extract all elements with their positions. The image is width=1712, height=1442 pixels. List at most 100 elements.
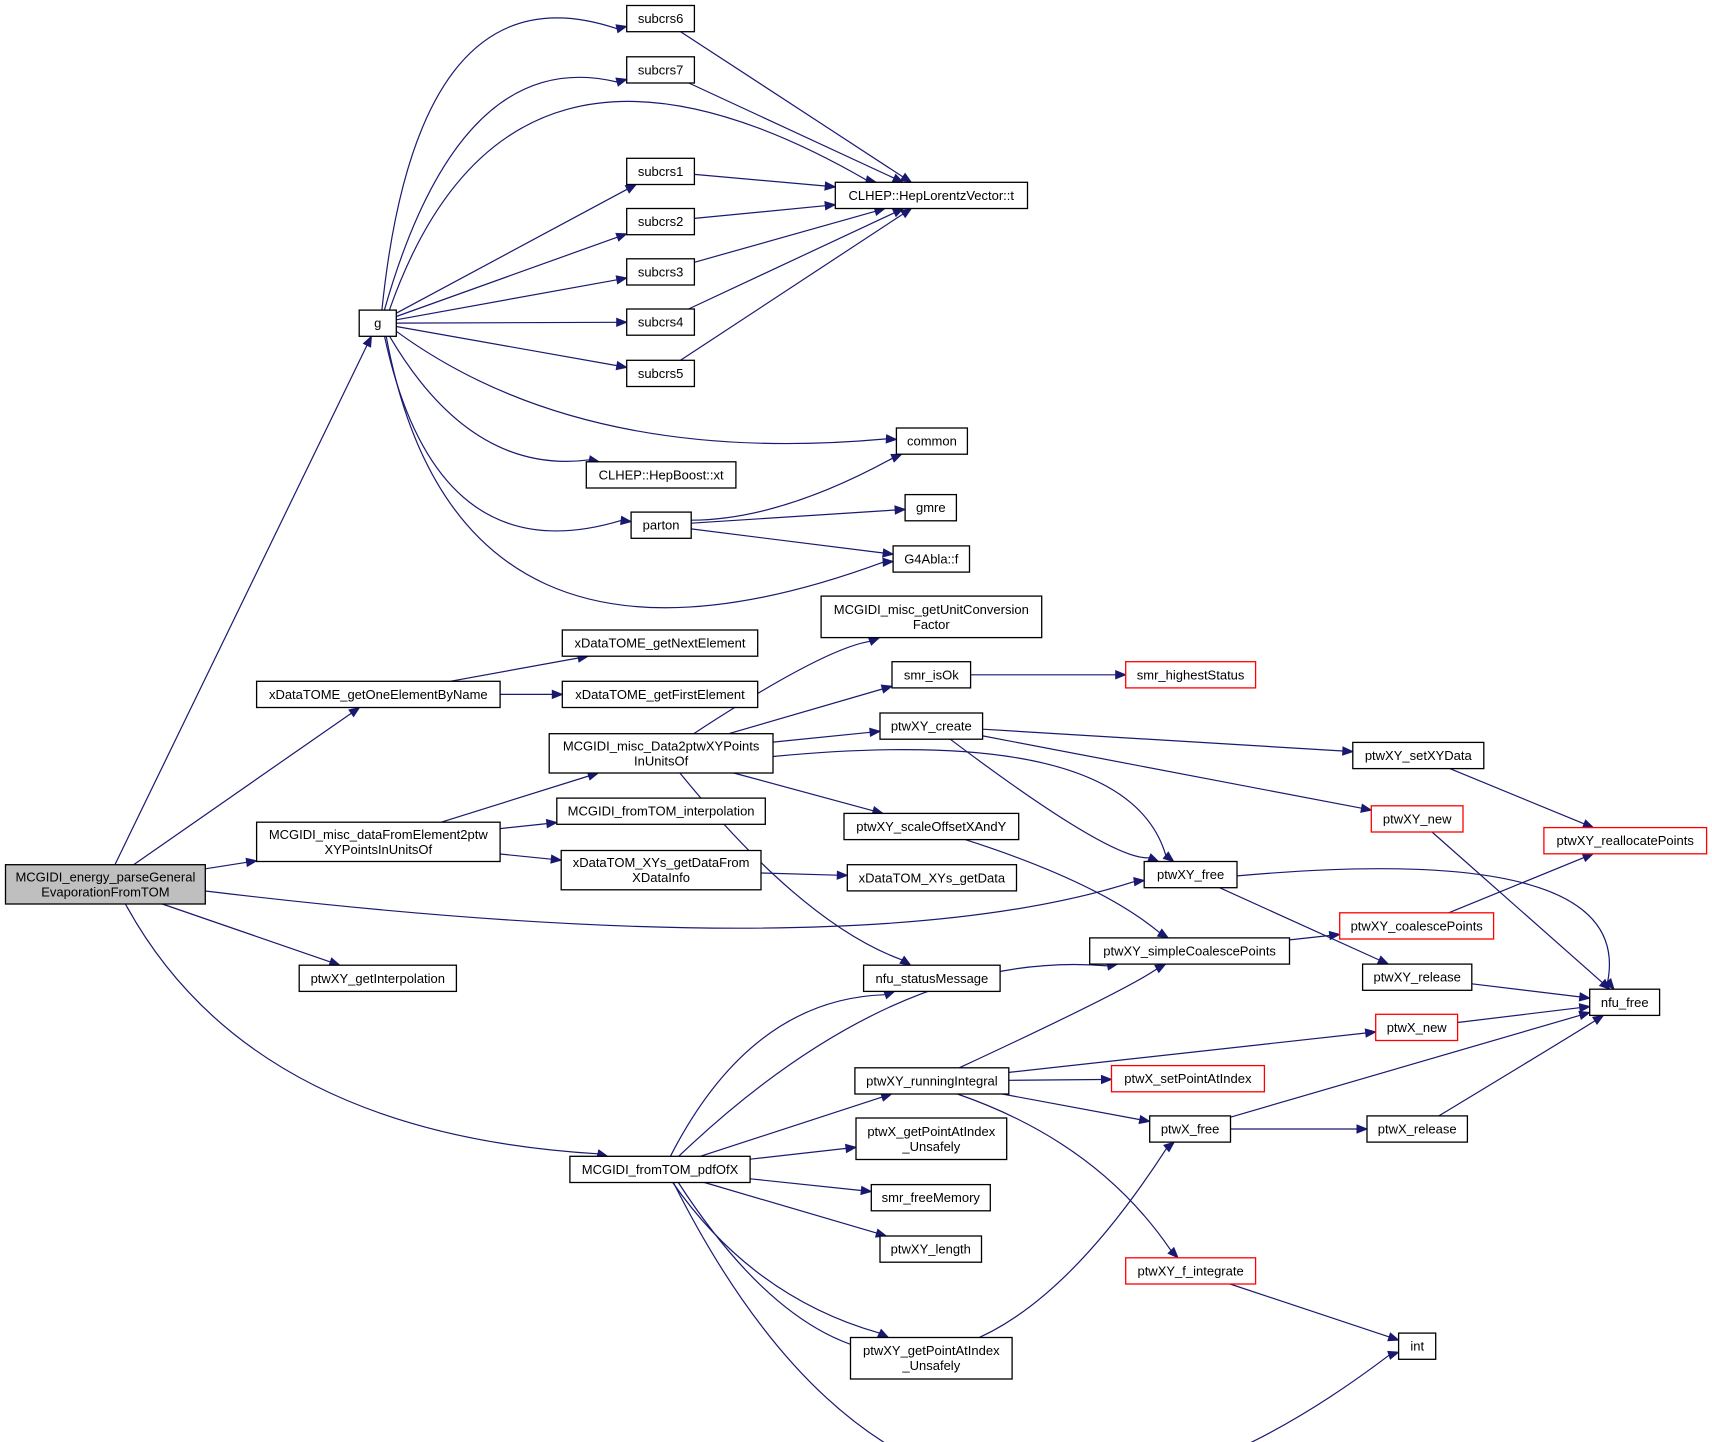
node-subcrs1[interactable]: subcrs1: [626, 157, 696, 186]
call-edge-data2ptw-to-ptwXY_create: [772, 727, 882, 743]
node-label: ptwXY_coalescePoints: [1351, 918, 1484, 933]
node-label: xDataTOME_getOneElementByName: [269, 687, 488, 702]
call-edge-root-to-ptwXY_getInterp: [162, 903, 342, 967]
node-ptwXY_coalesce[interactable]: ptwXY_coalescePoints: [1339, 912, 1495, 940]
node-getFirstElement[interactable]: xDataTOME_getFirstElement: [561, 680, 759, 709]
node-root[interactable]: MCGIDI_energy_parseGeneralEvaporationFro…: [4, 864, 206, 905]
node-ptwX_getPoint[interactable]: ptwX_getPointAtIndex_Unsafely: [855, 1117, 1008, 1161]
node-subcrs4[interactable]: subcrs4: [626, 308, 696, 336]
node-ptwXY_simpleCoalesce[interactable]: ptwXY_simpleCoalescePoints: [1089, 937, 1291, 965]
node-box: [626, 157, 696, 186]
node-subcrs7[interactable]: subcrs7: [626, 56, 696, 84]
node-ptwXY_f_integrate[interactable]: ptwXY_f_integrate: [1125, 1257, 1257, 1285]
edge-line: [205, 861, 247, 870]
arrowhead-icon: [615, 24, 629, 34]
arrowhead-icon: [890, 453, 903, 463]
node-label: _Unsafely: [901, 1139, 960, 1154]
node-ptwXY_scaleOffset[interactable]: ptwXY_scaleOffsetXAndY: [843, 812, 1020, 841]
arrowhead-icon: [1147, 853, 1160, 863]
node-dataFromElement[interactable]: MCGIDI_misc_dataFromElement2ptwXYPointsI…: [255, 821, 501, 863]
node-ptwXY_realloc[interactable]: ptwXY_reallocatePoints: [1543, 826, 1708, 855]
call-edge-ptwXY_setXYData-to-ptwXY_realloc: [1449, 768, 1595, 829]
edge-line: [500, 853, 552, 860]
arrowhead-icon: [1133, 877, 1146, 887]
node-box: [255, 680, 501, 709]
node-xyGetData[interactable]: xDataTOM_XYs_getData: [846, 864, 1018, 892]
arrowhead-icon: [880, 684, 894, 694]
node-box: [1125, 661, 1257, 689]
node-ptwXY_release[interactable]: ptwXY_release: [1361, 963, 1473, 991]
node-smr_highestStatus[interactable]: smr_highestStatus: [1125, 661, 1257, 689]
node-box: [626, 207, 696, 236]
node-box: [820, 595, 1043, 639]
edge-line: [691, 457, 893, 521]
node-ptwXY_runningIntegral[interactable]: ptwXY_runningIntegral: [854, 1067, 1010, 1095]
node-label: xDataTOME_getNextElement: [575, 636, 746, 651]
node-ptwXY_free[interactable]: ptwXY_free: [1143, 860, 1238, 889]
node-g[interactable]: g: [358, 309, 397, 337]
node-subcrs2[interactable]: subcrs2: [626, 207, 696, 236]
node-ptwXY_create[interactable]: ptwXY_create: [879, 712, 984, 740]
node-ptwXY_new[interactable]: ptwXY_new: [1370, 805, 1464, 833]
node-ptwXY_length[interactable]: ptwXY_length: [879, 1235, 983, 1263]
edge-line: [162, 903, 331, 963]
node-g4abla[interactable]: G4Abla::f: [892, 545, 971, 573]
node-ptwXY_getPoint[interactable]: ptwXY_getPointAtIndex_Unsafely: [849, 1336, 1013, 1380]
edge-line: [680, 213, 904, 361]
edge-line: [114, 345, 368, 865]
node-nfu_statusMessage[interactable]: nfu_statusMessage: [862, 964, 1001, 993]
edge-line: [949, 738, 1150, 859]
node-subcrs3[interactable]: subcrs3: [626, 258, 696, 286]
node-common[interactable]: common: [895, 427, 969, 455]
node-label: ptwXY_getInterpolation: [311, 971, 445, 986]
edge-line: [760, 872, 838, 876]
arrowhead-icon: [824, 201, 837, 211]
node-hlv_t[interactable]: CLHEP::HepLorentzVector::t: [834, 181, 1029, 210]
node-gmre[interactable]: gmre: [904, 493, 958, 522]
node-box: [298, 964, 458, 993]
arrowhead-icon: [882, 548, 895, 558]
node-ptwX_new[interactable]: ptwX_new: [1375, 1013, 1459, 1042]
call-edge-ptwXY_f_integrate-to-int: [1229, 1283, 1400, 1342]
node-ptwX_free[interactable]: ptwX_free: [1149, 1115, 1232, 1143]
node-smr_isOk[interactable]: smr_isOk: [891, 661, 972, 689]
call-edge-ptwX_release-to-nfu_free: [1438, 1014, 1605, 1117]
node-label: MCGIDI_energy_parseGeneral: [15, 869, 195, 884]
edge-line: [1289, 934, 1330, 941]
node-int[interactable]: int: [1397, 1332, 1437, 1360]
edge-line: [396, 279, 618, 321]
node-getNextElement[interactable]: xDataTOME_getNextElement: [561, 629, 759, 657]
node-label: xDataTOM_XYs_getDataFrom: [573, 855, 750, 870]
node-fromTOM_pdfOfX[interactable]: MCGIDI_fromTOM_pdfOfX: [569, 1155, 751, 1184]
arrowhead-icon: [1163, 1141, 1176, 1153]
edge-line: [1230, 1014, 1581, 1118]
edge-line: [1449, 768, 1585, 825]
arrowhead-icon: [1360, 803, 1373, 813]
arrowhead-icon: [869, 727, 882, 737]
arrowhead-icon: [1328, 930, 1342, 941]
call-edge-ptwX_new-to-nfu_free: [1457, 1003, 1592, 1024]
arrowhead-icon: [1364, 1028, 1378, 1038]
node-subcrs6[interactable]: subcrs6: [626, 4, 696, 33]
node-subcrs5[interactable]: subcrs5: [626, 359, 696, 388]
call-edge-root-to-dataFromElement: [205, 857, 258, 870]
node-label: subcrs1: [638, 164, 684, 179]
node-parton[interactable]: parton: [630, 511, 692, 539]
node-ptwX_release[interactable]: ptwX_release: [1366, 1115, 1469, 1143]
arrowhead-icon: [860, 1185, 873, 1196]
node-smr_freeMemory[interactable]: smr_freeMemory: [870, 1183, 991, 1212]
node-ptwX_setPoint[interactable]: ptwX_setPointAtIndex: [1110, 1064, 1266, 1093]
node-ptwXY_getInterp[interactable]: ptwXY_getInterpolation: [298, 964, 458, 993]
arrowhead-icon: [1167, 1246, 1179, 1259]
node-getOneElementByName[interactable]: xDataTOME_getOneElementByName: [255, 680, 501, 709]
call-edge-g-to-subcrs5: [396, 325, 629, 371]
edge-line: [1431, 831, 1603, 984]
node-ptwXY_setXYData[interactable]: ptwXY_setXYData: [1352, 741, 1485, 770]
node-hepboost[interactable]: CLHEP::HepBoost::xt: [585, 461, 737, 489]
node-label: MCGIDI_fromTOM_interpolation: [568, 804, 755, 819]
node-fromTOMinterp[interactable]: MCGIDI_fromTOM_interpolation: [556, 797, 766, 825]
node-nfu_free[interactable]: nfu_free: [1589, 988, 1661, 1017]
